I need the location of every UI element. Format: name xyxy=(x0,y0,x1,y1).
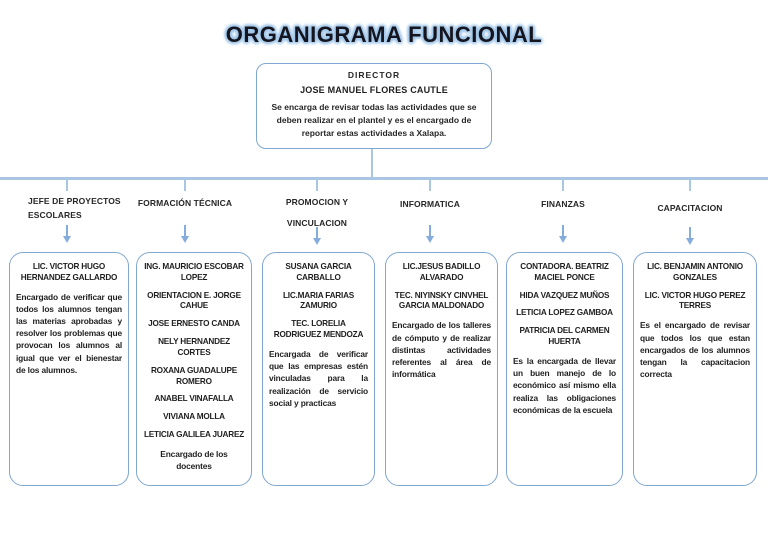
org-horizontal-line xyxy=(0,177,768,180)
member-name: LIC.JESUS BADILLO ALVARADO xyxy=(402,262,481,282)
member-name: CONTADORA. BEATRIZ MACIEL PONCE xyxy=(520,262,609,282)
director-description: Se encarga de revisar todas las activida… xyxy=(271,102,477,138)
department-box-finanzas: CONTADORA. BEATRIZ MACIEL PONCE HIDA VAZ… xyxy=(506,252,623,486)
director-connector-line xyxy=(371,149,373,178)
down-arrow-icon xyxy=(686,227,694,245)
page-title: ORGANIGRAMA FUNCIONAL xyxy=(225,22,543,47)
department-description: Encargada de verificar que las empresas … xyxy=(269,348,368,408)
member-name: LIC. VICTOR HUGO PEREZ TERRES xyxy=(644,290,746,311)
down-arrow-icon xyxy=(63,225,71,243)
department-box-capacitacion: LIC. BENJAMIN ANTONIO GONZALES LIC. VICT… xyxy=(633,252,757,486)
branch-tick xyxy=(562,180,564,191)
branch-tick xyxy=(66,180,68,191)
director-name: JOSE MANUEL FLORES CAUTLE xyxy=(300,85,448,95)
member-name: LIC.MARIA FARIAS ZAMURIO xyxy=(282,290,355,311)
member-name: NELY HERNANDEZ CORTES xyxy=(158,337,230,357)
department-description: Encargado de los talleres de cómputo y d… xyxy=(392,320,491,380)
member-name: VIVIANA MOLLA xyxy=(163,412,225,422)
member-name: HIDA VAZQUEZ MUÑOS xyxy=(519,290,610,300)
branch-tick xyxy=(184,180,186,191)
member-name: PATRICIA DEL CARMEN HUERTA xyxy=(519,326,610,347)
branch-tick xyxy=(316,180,318,191)
dept-header-jefe-proyectos: JEFE DE PROYECTOS ESCOLARES xyxy=(28,196,121,220)
director-role-label: DIRECTOR xyxy=(347,70,401,80)
down-arrow-icon xyxy=(181,225,189,243)
member-name: LETICIA GALILEA JUAREZ xyxy=(143,430,245,440)
branch-tick xyxy=(689,180,691,191)
department-box-jefe-proyectos: LIC. VICTOR HUGO HERNANDEZ GALLARDO Enca… xyxy=(9,252,129,486)
department-description: Es la encargada de llevar un buen manejo… xyxy=(513,355,616,415)
member-name: SUSANA GARCIA CARBALLO xyxy=(285,262,352,282)
department-box-formacion-tecnica: ING. MAURICIO ESCOBAR LOPEZ ORIENTACION … xyxy=(136,252,252,486)
director-box: DIRECTOR JOSE MANUEL FLORES CAUTLE Se en… xyxy=(256,63,492,149)
department-description: Encargado de verificar que todos los alu… xyxy=(16,291,122,375)
member-name: LIC. VICTOR HUGO HERNANDEZ GALLARDO xyxy=(20,262,118,282)
member-name: LETICIA LOPEZ GAMBOA xyxy=(516,308,613,318)
department-box-promocion-vinculacion: SUSANA GARCIA CARBALLO LIC.MARIA FARIAS … xyxy=(262,252,375,486)
member-name: LIC. BENJAMIN ANTONIO GONZALES xyxy=(647,262,743,282)
dept-header-finanzas: FINANZAS xyxy=(541,199,585,209)
member-name: ROXANA GUADALUPE ROMERO xyxy=(150,365,238,386)
department-description: Encargado de los docentes xyxy=(160,448,228,472)
dept-header-formacion-tecnica: FORMACIÓN TÉCNICA xyxy=(137,198,233,208)
dept-header-promocion-vinculacion: PROMOCION Y VINCULACION xyxy=(285,197,349,228)
department-description: Es el encargado de revisar que todos los… xyxy=(640,320,750,380)
member-name: JOSE ERNESTO CANDA xyxy=(148,319,240,329)
member-name: ING. MAURICIO ESCOBAR LOPEZ xyxy=(144,262,244,282)
department-box-informatica: LIC.JESUS BADILLO ALVARADO TEC. NIYINSKY… xyxy=(385,252,498,486)
dept-header-informatica: INFORMATICA xyxy=(400,199,460,209)
member-name: TEC. LORELIA RODRIGUEZ MENDOZA xyxy=(273,319,364,340)
down-arrow-icon xyxy=(426,225,434,243)
branch-tick xyxy=(429,180,431,191)
down-arrow-icon xyxy=(559,225,567,243)
down-arrow-icon xyxy=(313,227,321,245)
dept-header-capacitacion: CAPACITACION xyxy=(657,203,723,213)
member-name: TEC. NIYINSKY CINVHEL GARCIA MALDONADO xyxy=(394,290,489,311)
member-name: ORIENTACION E. JORGE CAHUE xyxy=(147,290,241,311)
member-name: ANABEL VINAFALLA xyxy=(154,394,234,404)
